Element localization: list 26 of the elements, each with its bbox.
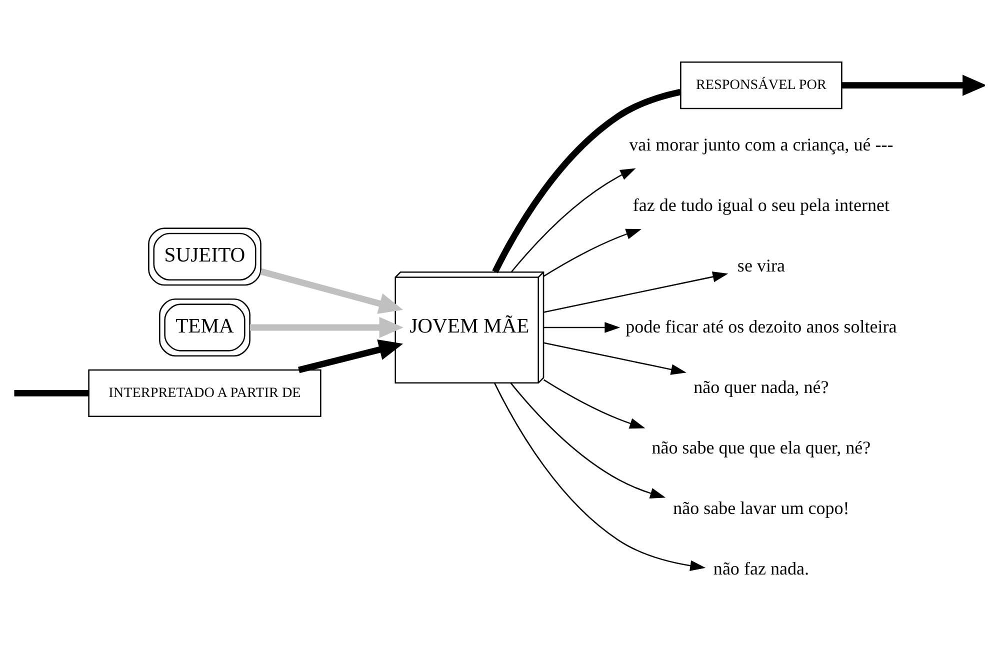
arrow — [543, 228, 642, 277]
node-box: SUJEITO — [148, 228, 262, 286]
arrow — [544, 271, 728, 313]
node-text: se vira — [737, 256, 785, 276]
node-text: faz de tudo igual o seu pela internet — [632, 195, 890, 216]
arrow — [544, 342, 686, 375]
arrow — [511, 168, 636, 272]
arrow — [544, 322, 620, 333]
node-text: não quer nada, né? — [694, 376, 829, 397]
node-text: não sabe que que ela quer, né? — [652, 437, 871, 458]
arrow — [842, 74, 985, 96]
arrow — [544, 379, 646, 429]
node-box: INTERPRETADO A PARTIR DE — [88, 369, 322, 418]
node-box: RESPONSÁVEL POR — [680, 62, 842, 110]
node-text: vai morar junto com a criança, ué --- — [629, 134, 894, 155]
arrow — [494, 382, 706, 572]
node-text: pode ficar até os dezoito anos solteira — [626, 316, 897, 336]
arrow — [298, 339, 404, 374]
arrow — [510, 382, 666, 498]
node-text: não faz nada. — [713, 558, 809, 578]
node-box: TEMA — [159, 298, 250, 356]
arrow — [260, 268, 404, 314]
connector — [492, 88, 682, 274]
connector — [14, 390, 89, 396]
node-text: não sabe lavar um copo! — [673, 498, 850, 518]
arrow — [250, 316, 404, 338]
